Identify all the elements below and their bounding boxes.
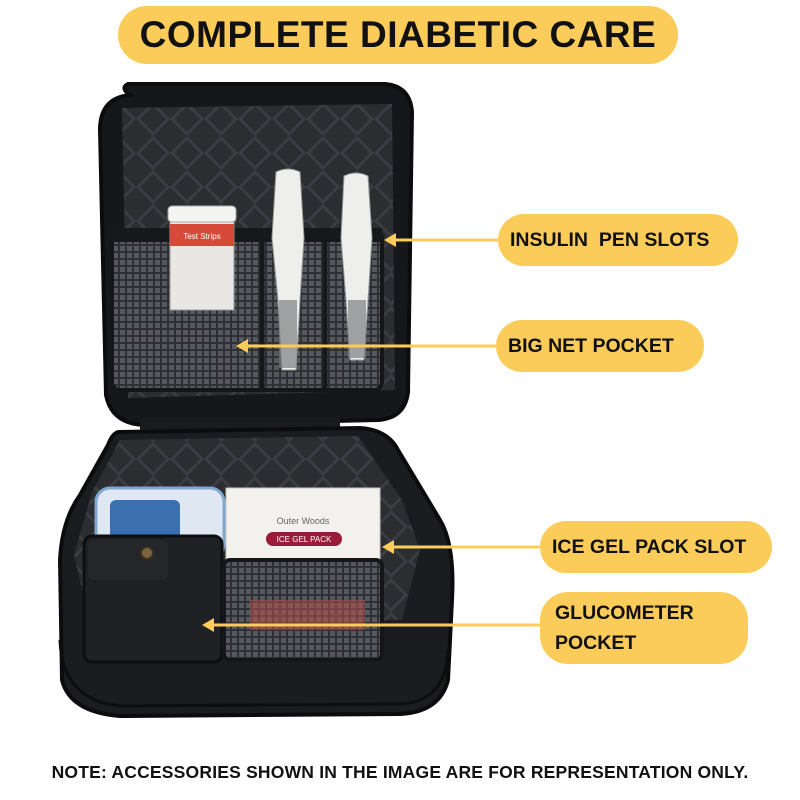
callout-ice-gel-pack-slot: ICE GEL PACK SLOT xyxy=(540,521,772,573)
insulin-pen-2 xyxy=(340,172,373,361)
test-strip-vial: Test Strips xyxy=(167,205,237,311)
ice-pack-brand: Outer Woods xyxy=(277,516,330,526)
callout-insulin-pen-slots: INSULIN PEN SLOTS xyxy=(498,214,738,266)
big-net-pocket xyxy=(110,228,384,392)
callout-insulin-pen-slots-label: INSULIN PEN SLOTS xyxy=(510,228,710,251)
callout-ice-gel-pack-slot-label: ICE GEL PACK SLOT xyxy=(552,535,747,558)
test-strips-label: Test Strips xyxy=(183,232,220,241)
callout-big-net-pocket: BIG NET POCKET xyxy=(496,320,704,372)
arrow-big-net-pocket xyxy=(236,339,496,353)
arrow-glucometer-pocket xyxy=(202,618,540,632)
ice-gel-pack: Outer Woods ICE GEL PACK xyxy=(225,487,381,561)
arrow-insulin-pen-slots xyxy=(384,233,498,247)
arrow-ice-gel-pack-slot xyxy=(382,540,540,554)
case-lid xyxy=(97,82,415,428)
disclaimer-note: NOTE: ACCESSORIES SHOWN IN THE IMAGE ARE… xyxy=(51,762,749,782)
ice-pack-label: ICE GEL PACK xyxy=(277,535,332,544)
insulin-pen-1 xyxy=(271,168,305,371)
callout-glucometer-pocket: GLUCOMETER POCKET xyxy=(540,592,748,664)
callout-big-net-pocket-label: BIG NET POCKET xyxy=(508,334,674,357)
snap-button-icon xyxy=(140,546,154,560)
callout-glucometer-pocket-line1: GLUCOMETER xyxy=(555,602,694,624)
page-title: COMPLETE DIABETIC CARE xyxy=(118,6,678,64)
glucometer-pocket xyxy=(82,534,224,664)
callout-glucometer-pocket-line2: POCKET xyxy=(555,632,637,654)
